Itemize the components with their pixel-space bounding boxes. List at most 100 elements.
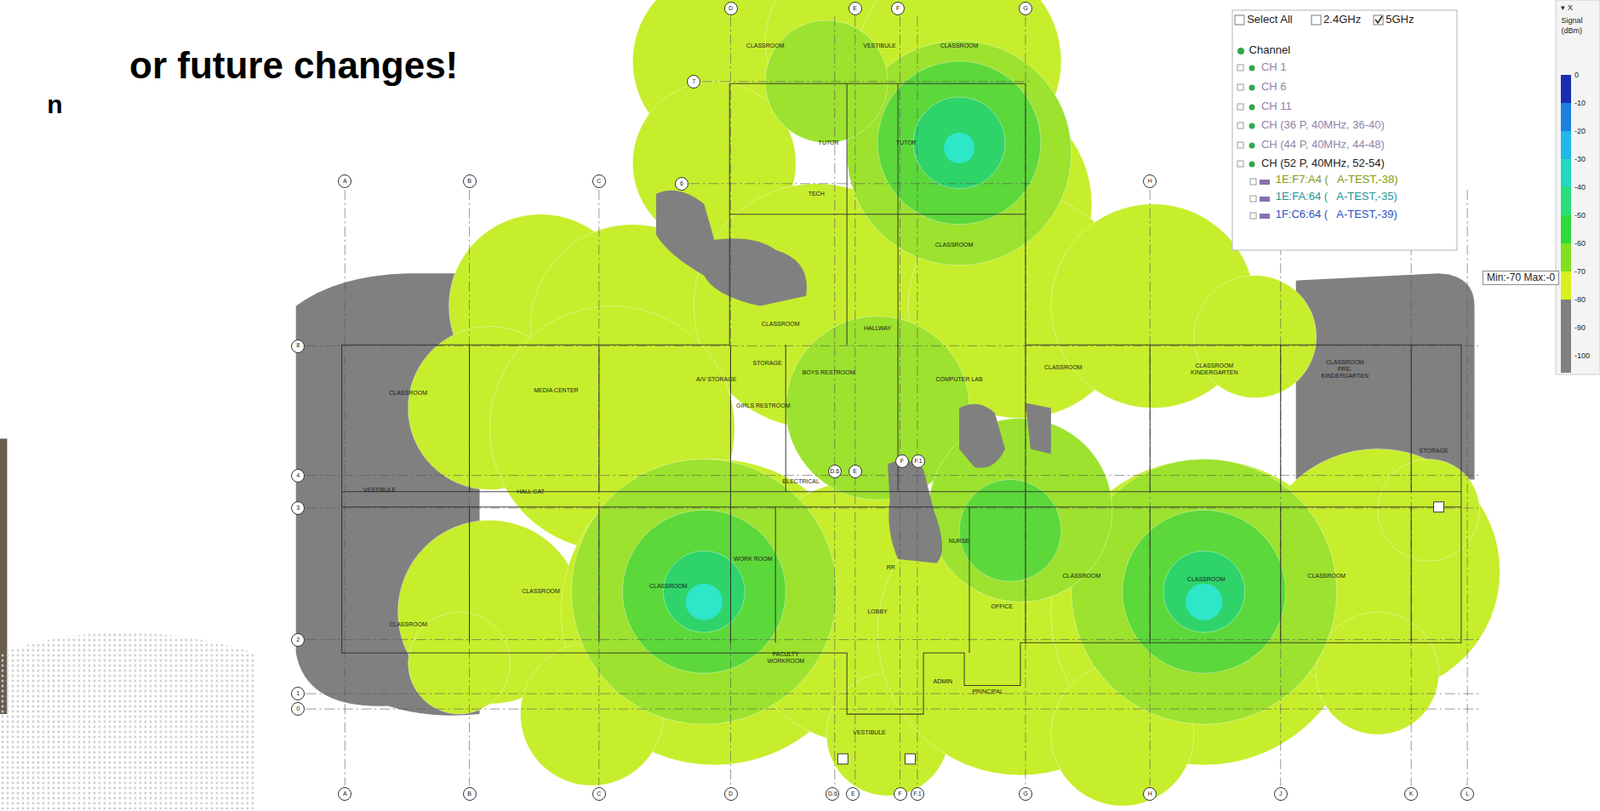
scale-value: -80 <box>1574 295 1586 304</box>
room-label: CLASSROOM <box>761 320 800 328</box>
scale-value: -60 <box>1574 239 1586 248</box>
room-label: CLASSROOM <box>940 42 979 50</box>
room-label: COMPUTER LAB <box>935 376 983 383</box>
color-scale-swatch <box>1560 355 1572 373</box>
grid-marker: C <box>592 787 606 801</box>
grid-marker: E <box>848 1 863 16</box>
room-label: CLASSROOM <box>388 389 428 397</box>
channel-list-item: CH (36 P, 40MHz, 36-40) <box>1261 119 1385 132</box>
grid-marker: G <box>1018 787 1033 801</box>
grid-marker: B <box>462 174 477 189</box>
room-label: CLASSROOM <box>935 241 974 249</box>
room-label: PRINCIPAL <box>971 688 1003 696</box>
grid-marker: D.6 <box>828 464 842 479</box>
grid-marker: B <box>462 787 477 801</box>
channel-list-item: CH 1 <box>1261 61 1287 75</box>
color-scale-swatch <box>1560 327 1572 356</box>
scale-value: 0 <box>1574 70 1579 80</box>
channel-list-item: Channel <box>1249 44 1291 58</box>
grid-marker: D.6 <box>825 787 840 801</box>
room-label: CLASSROOM KINDERGARTEN <box>1188 362 1241 377</box>
room-label: CLASSROOM <box>521 588 560 595</box>
color-scale-swatch <box>1560 74 1572 103</box>
grid-marker: L <box>1460 787 1475 801</box>
grid-marker: K <box>1404 787 1418 801</box>
grid-marker: 1 <box>291 686 305 701</box>
scale-value: -50 <box>1574 211 1586 220</box>
grid-marker: 4 <box>291 468 305 483</box>
room-label: CLASSROOM <box>649 582 688 590</box>
scale-value: -20 <box>1574 126 1586 136</box>
room-label: STORAGE <box>1419 447 1449 455</box>
scale-value: -40 <box>1574 182 1586 192</box>
room-label: LOBBY <box>867 608 887 616</box>
room-label: CLASSROOM <box>746 42 785 50</box>
color-scale-swatch <box>1560 243 1572 272</box>
color-scale-swatch <box>1560 102 1572 132</box>
room-label: TUTOR <box>818 139 840 147</box>
subtitle-fragment: n <box>46 90 63 120</box>
scale-value: -70 <box>1574 267 1586 276</box>
grid-marker: D <box>724 787 738 801</box>
grid-marker: F.1 <box>911 454 926 469</box>
room-label: TECH <box>808 190 825 198</box>
channel-list-item: 5GHz <box>1385 13 1414 27</box>
room-label: ADMIN <box>933 678 954 686</box>
color-scale-swatch <box>1560 215 1572 244</box>
room-label: VESTIBULE <box>852 729 886 737</box>
grid-marker: C <box>592 174 606 189</box>
room-label: CLASSROOM <box>388 621 428 629</box>
grid-marker: E <box>848 464 863 479</box>
room-label: ELECTRICAL <box>782 478 820 486</box>
grid-marker: A <box>337 174 352 189</box>
grid-marker: F <box>893 787 908 801</box>
access-point-entry: 1F:C6:64 ( A-TEST,-39) <box>1275 208 1398 222</box>
page-title: or future changes! <box>129 44 458 88</box>
room-label: FACULTY WORKROOM <box>759 651 812 665</box>
channel-list-item: Select All <box>1246 13 1292 27</box>
legend-header: (dBm) <box>1560 26 1583 35</box>
color-scale-swatch <box>1560 159 1572 188</box>
channel-list-item: CH (52 P, 40MHz, 52-54) <box>1261 157 1385 171</box>
room-label: BOYS RESTROOM <box>802 369 856 377</box>
room-label: CLASSROOM <box>1187 576 1226 583</box>
grid-marker: H <box>1142 787 1157 801</box>
room-label: WORK ROOM <box>733 555 773 563</box>
access-point-entry: 1E:F7:A4 ( A-TEST,-38) <box>1275 173 1399 187</box>
grid-marker: F.1 <box>910 787 925 801</box>
grid-marker: F <box>895 454 909 469</box>
grid-marker: E <box>845 787 860 801</box>
grid-marker: 8 <box>291 339 305 354</box>
grid-marker: A <box>337 787 352 801</box>
room-label: NURSE <box>948 537 971 544</box>
grid-marker: J <box>1274 787 1288 801</box>
room-label: VESTIBULE <box>862 42 897 50</box>
access-point-entry: 1E:FA:64 ( A-TEST,-35) <box>1275 190 1398 204</box>
room-label: MEDIA CENTER <box>533 387 579 395</box>
channel-list-item: 2.4GHz <box>1323 13 1361 27</box>
room-label: A/V STORAGE <box>696 376 737 383</box>
room-label: CLASSROOM <box>1044 364 1083 372</box>
room-label: CLASSROOM <box>1062 572 1102 580</box>
channel-list-item: CH (44 P, 40MHz, 44-48) <box>1261 138 1385 152</box>
room-label: CLASSROOM <box>1307 572 1346 580</box>
grid-marker: D <box>724 1 738 16</box>
grid-marker: 6 <box>674 177 689 191</box>
channel-list-item: CH 11 <box>1261 100 1292 114</box>
scale-value: -100 <box>1574 351 1590 360</box>
grid-marker: 0 <box>291 702 305 716</box>
room-label: GIRLS RESTROOM <box>736 402 790 410</box>
room-label: HALL CAT <box>516 488 545 496</box>
room-label: RR <box>886 564 896 572</box>
color-scale-swatch <box>1560 299 1572 328</box>
room-label: TUTOR <box>896 139 917 147</box>
color-scale-swatch <box>1560 131 1572 160</box>
grid-marker: 7 <box>686 74 701 89</box>
scale-value: -90 <box>1574 323 1586 332</box>
grid-marker: 3 <box>291 501 305 515</box>
room-label: CLASSROOM PRE-KINDERGARTEN <box>1318 359 1372 380</box>
color-scale-swatch <box>1560 187 1572 216</box>
grid-marker: F <box>891 1 905 16</box>
room-label: STORAGE <box>753 360 783 367</box>
color-scale-swatch <box>1560 271 1572 300</box>
